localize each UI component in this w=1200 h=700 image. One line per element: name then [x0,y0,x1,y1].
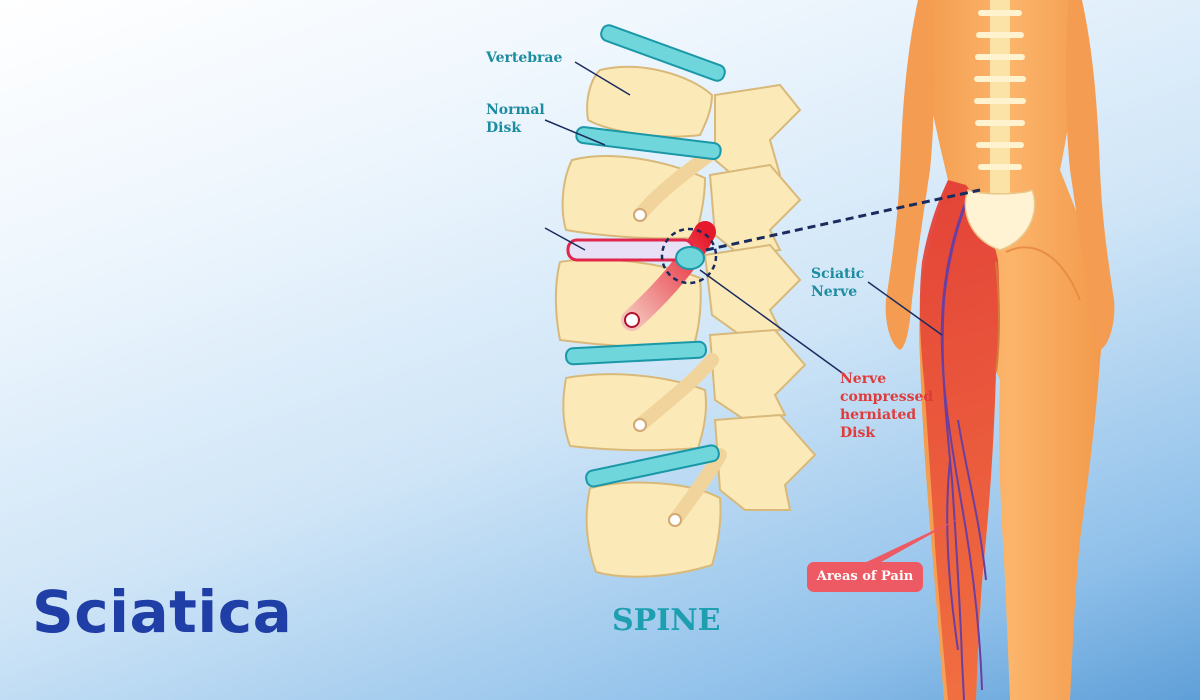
sciatic-nerve-lines [940,189,987,700]
spine-diagram [554,24,817,578]
areas-of-pain-badge: Areas of Pain [807,562,923,592]
label-sciatic-nerve: Sciatic Nerve [811,266,865,300]
pain-pointer [858,518,960,566]
spine-caption: SPINE [612,603,721,638]
leader-lines [544,61,943,376]
human-body [885,0,1115,700]
label-vertebrae: Vertebrae [486,50,563,66]
label-normal-disk: Normal Disk [486,102,545,136]
label-compressed-nerve: Nerve compressed herniated Disk [840,371,934,441]
page-title: Sciatica [32,578,293,646]
connector-line [705,188,981,252]
back-spine [964,0,1036,251]
